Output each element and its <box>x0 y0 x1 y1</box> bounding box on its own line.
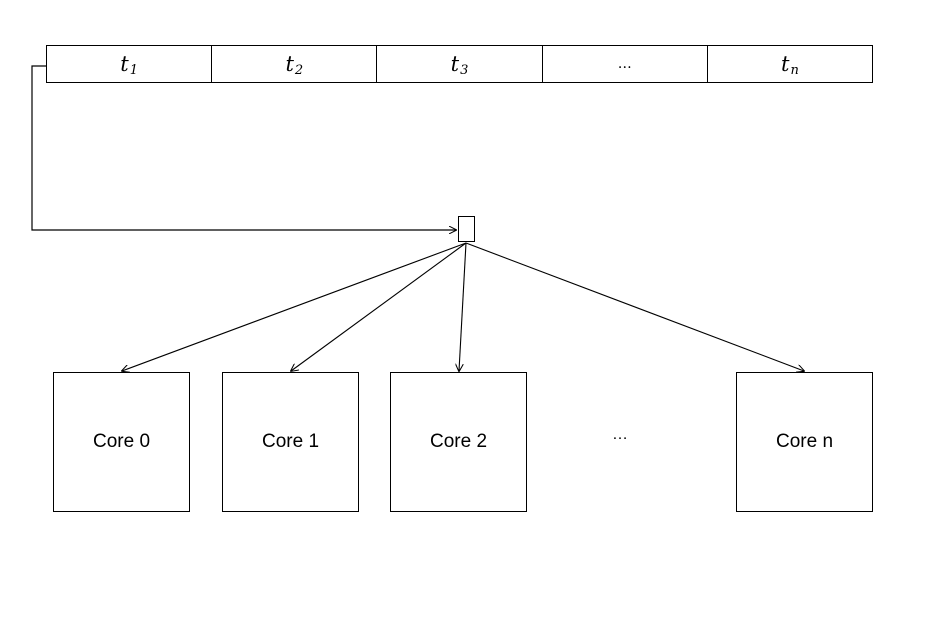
queue-to-dispatcher-arrow <box>31 65 456 230</box>
task-label: t <box>450 52 460 76</box>
core-2-box: Core 2 <box>390 372 527 512</box>
core-label: Core 2 <box>429 431 488 452</box>
dispatcher-box <box>458 216 475 242</box>
task-subscript: 2 <box>294 62 304 78</box>
task-subscript: n <box>790 62 799 78</box>
core-label: Core 1 <box>261 431 320 452</box>
task-label: t <box>285 52 294 76</box>
task-label: t <box>120 52 129 76</box>
task-subscript: 1 <box>129 62 138 78</box>
core-n-box: Core n <box>736 372 873 512</box>
core-1-box: Core 1 <box>222 372 359 512</box>
arrow-to-core-2 <box>459 242 467 371</box>
core-0-box: Core 0 <box>53 372 190 512</box>
arrow-to-core-0 <box>122 242 467 371</box>
task-subscript: 3 <box>460 62 469 78</box>
arrow-to-core-1 <box>291 242 467 371</box>
task-cell-ellipsis: … <box>543 46 708 82</box>
cores-ellipsis: … <box>612 426 628 443</box>
core-label: Core n <box>775 431 834 452</box>
core-label: Core 0 <box>92 431 151 452</box>
task-label: t <box>781 52 790 76</box>
ellipsis-label: … <box>617 56 632 72</box>
arrow-to-core-n <box>465 242 804 371</box>
